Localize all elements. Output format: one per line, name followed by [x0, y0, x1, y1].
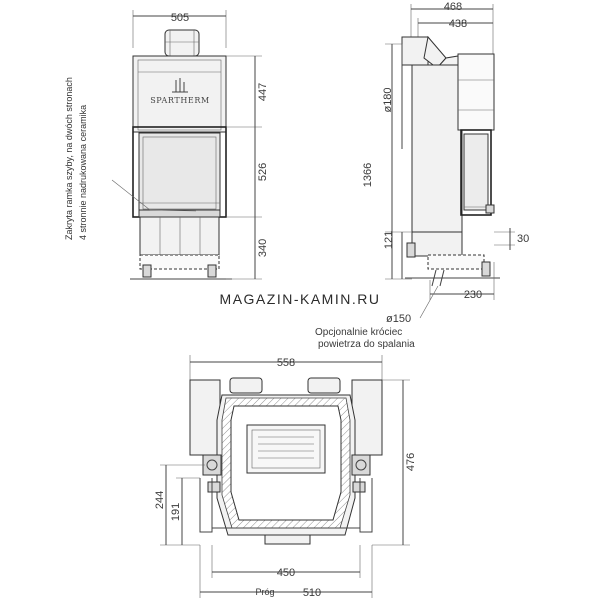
top-sill-label: Próg: [255, 587, 274, 597]
side-view: 468 438 ø180 1366: [315, 1, 529, 350]
front-width-label: 505: [171, 12, 189, 24]
top-depth-label: 476: [405, 453, 417, 471]
upper-housing: [132, 55, 227, 133]
side-total-height-label: 1366: [362, 163, 374, 187]
front-base: [130, 216, 232, 280]
side-inlet-note-1: Opcjonalnie króciec: [315, 327, 402, 338]
top-outer-width-label: 510: [303, 587, 321, 599]
front-base-height-label: 340: [257, 239, 269, 257]
top-grate: [246, 424, 326, 474]
side-offset-label: 30: [517, 233, 529, 245]
flue-collar: [164, 29, 200, 57]
top-side-label-2: 191: [170, 503, 182, 521]
top-side-hinges: [202, 454, 371, 493]
logo-text: SPARTHERM: [150, 96, 210, 105]
side-base-depth-label: 230: [464, 289, 482, 301]
spartherm-logo: SPARTHERM: [150, 78, 210, 105]
side-note-1: Zakryta ramka szyby, na dwóch stronach: [64, 77, 74, 240]
side-depth-label: 468: [444, 1, 462, 13]
brand-watermark: MAGAZIN-KAMIN.RU: [220, 291, 381, 307]
side-flue-label: ø180: [382, 87, 394, 112]
top-side-label-1: 244: [154, 491, 166, 509]
side-inlet-note-2: powietrza do spalania: [318, 339, 415, 350]
top-inner-width-label: 450: [277, 567, 295, 579]
top-width-label: 558: [277, 357, 295, 369]
side-body: [411, 64, 463, 256]
side-inlet-label: ø150: [386, 313, 411, 325]
front-view: 505 SPARTHERM: [64, 10, 269, 280]
side-note-2: 4 stronnie nadrukowana ceramika: [78, 105, 88, 240]
firebox-glass: [138, 132, 221, 214]
top-view: 558: [154, 355, 417, 599]
front-upper-height-label: 447: [257, 83, 269, 101]
front-glass-height-label: 526: [257, 163, 269, 181]
side-inner-depth-label: 438: [449, 18, 467, 30]
side-leg-label: 121: [383, 231, 395, 249]
